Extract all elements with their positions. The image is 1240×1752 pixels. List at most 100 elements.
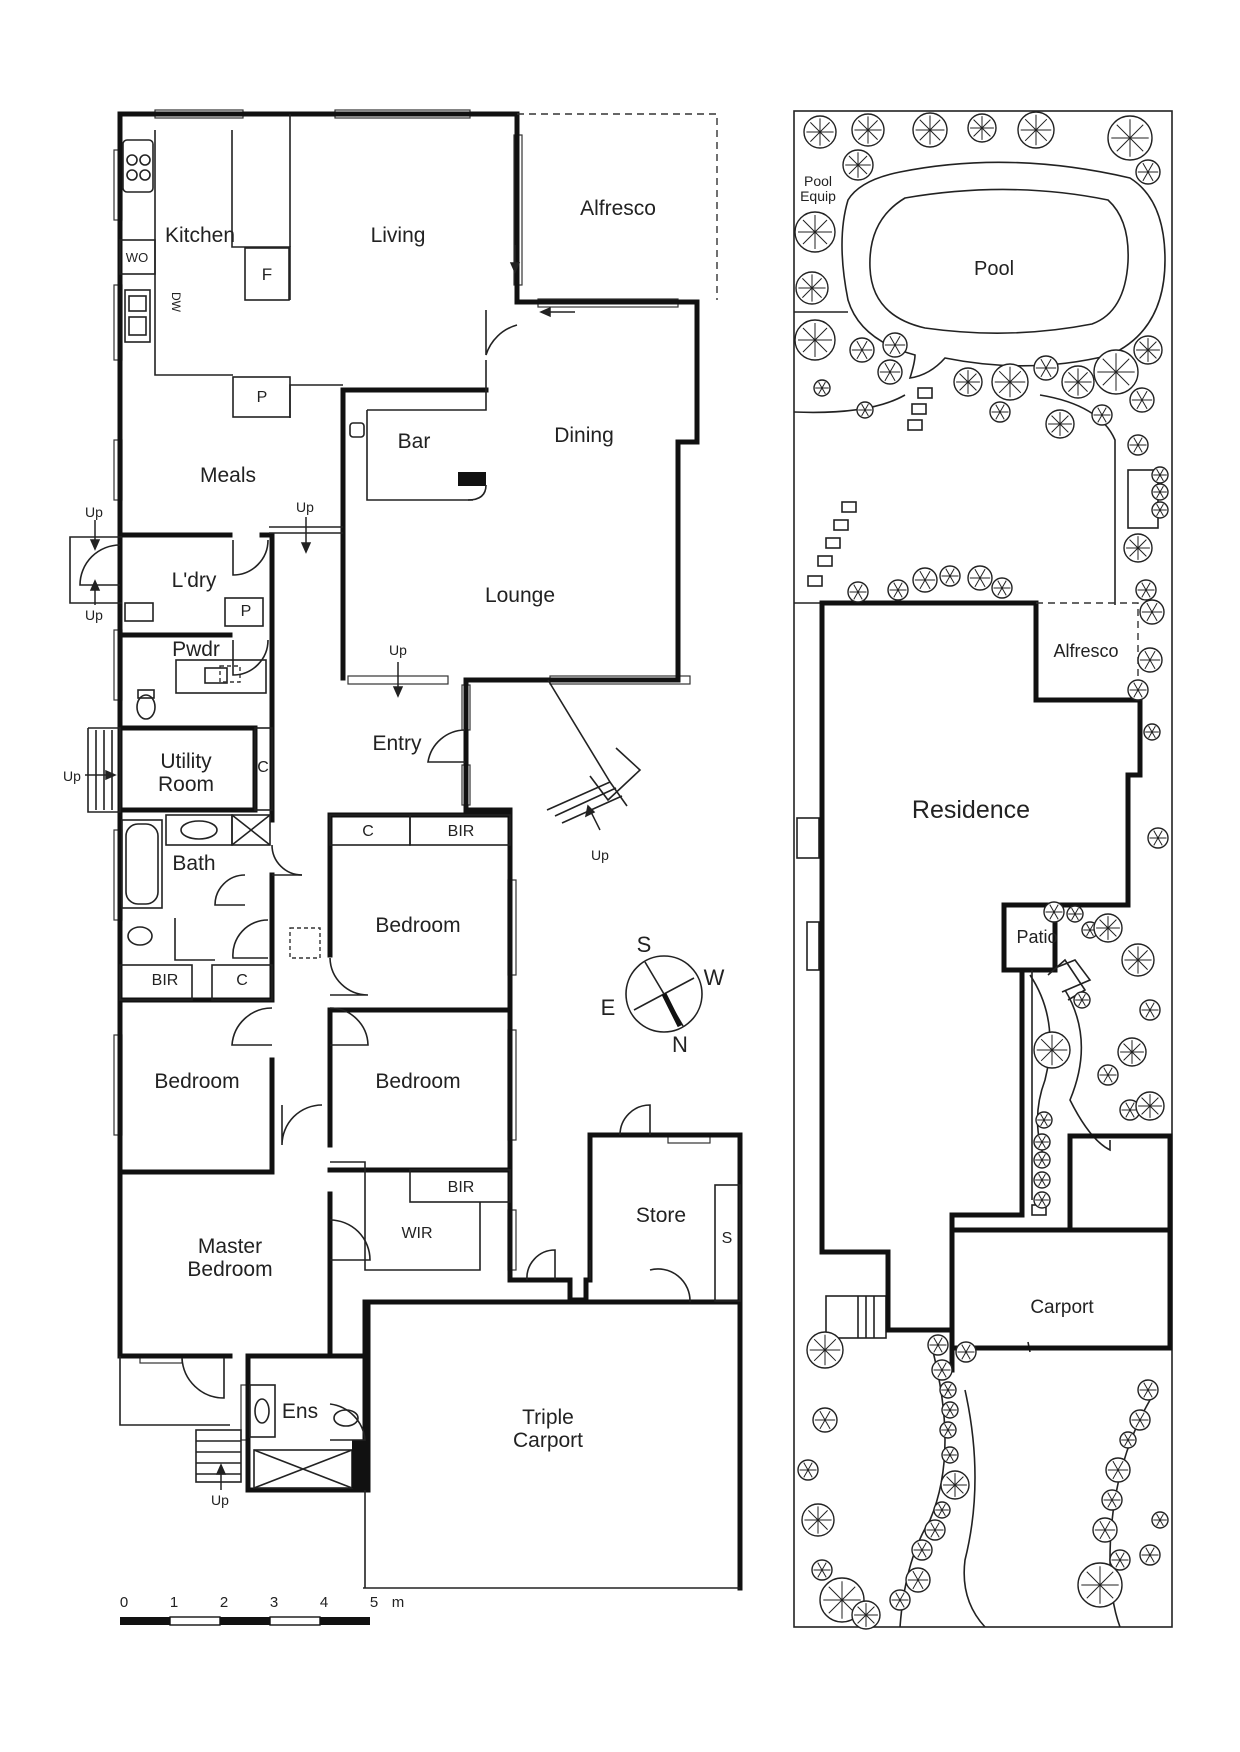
shrub-branch <box>967 381 977 391</box>
shrub-branch <box>1104 1520 1111 1531</box>
shrub-branch <box>1159 485 1164 493</box>
shrub-branch <box>1127 1439 1132 1447</box>
shrub-branch <box>949 568 955 577</box>
shrub-branch <box>1159 1513 1164 1521</box>
shrub-branch <box>919 570 926 581</box>
shrub-branch <box>1049 911 1055 920</box>
shrub-branch <box>1137 689 1143 698</box>
shrub-branch <box>1156 485 1161 493</box>
shrub-branch <box>1041 1153 1046 1161</box>
shrub-branch <box>937 1362 943 1371</box>
shrub-branch <box>853 584 859 593</box>
shrub-branch <box>945 568 951 577</box>
shrub-branch <box>1097 414 1103 423</box>
shrub-branch <box>1086 923 1091 931</box>
shrub-branch <box>1137 547 1147 557</box>
scale-tick-2: 2 <box>220 1594 228 1611</box>
shrub-branch <box>1141 1105 1151 1115</box>
up-label: Up <box>591 847 609 863</box>
shrub-branch <box>814 327 828 341</box>
shrub-branch <box>1131 1051 1141 1061</box>
shrub-branch <box>929 129 941 141</box>
stair-arrows <box>85 245 601 1490</box>
shrub-branch <box>1135 1419 1141 1428</box>
shrub-branch <box>946 1454 951 1462</box>
shrub-branch <box>1038 1159 1043 1167</box>
shrub-branch <box>817 1562 823 1571</box>
shrub-branch <box>1077 381 1088 392</box>
shrub-branch <box>1137 437 1143 446</box>
shrub-branch <box>954 1484 964 1494</box>
shrub-branch <box>1145 582 1151 591</box>
shrub-branch <box>1038 1193 1043 1201</box>
shrub-branch <box>965 1351 971 1360</box>
landscaping <box>794 111 1169 1630</box>
shrub-branch <box>1038 1141 1043 1149</box>
shrub-branch <box>1115 358 1130 373</box>
shrub-branch <box>1071 913 1076 921</box>
up-label: Up <box>296 499 314 515</box>
shrub-branch <box>930 1522 936 1531</box>
shrub-branch <box>1099 919 1109 929</box>
shrub-branch <box>946 1409 951 1417</box>
shrub-branch <box>1145 1547 1151 1556</box>
shrub-branch <box>858 129 869 140</box>
shrub-branch <box>1089 923 1094 931</box>
shrub-branch <box>803 1462 809 1471</box>
room-label-living: Living <box>371 224 426 247</box>
shrub-branch <box>1009 370 1022 383</box>
shrub-branch <box>924 570 931 581</box>
shrub-branch <box>917 1542 923 1551</box>
room-label-powder: Pwdr <box>172 638 220 661</box>
shrub-branch <box>1137 950 1148 961</box>
shrub-branch <box>1137 539 1147 549</box>
shrub-branch <box>917 1549 923 1558</box>
shrub-branch <box>821 381 826 389</box>
shrub-branch <box>1159 468 1164 476</box>
shrub-branch <box>1148 725 1153 733</box>
shrub-branch <box>1143 1382 1149 1391</box>
shrub-branch <box>1133 444 1139 453</box>
shrub-branch <box>1149 1009 1155 1018</box>
scale-tick-0: 0 <box>120 1594 128 1611</box>
shrub-branch <box>937 1369 943 1378</box>
shrub-branch <box>895 1592 901 1601</box>
shrub-branch <box>857 1614 867 1624</box>
walls <box>117 111 743 1591</box>
room-label-kitchen: Kitchen <box>165 224 235 247</box>
shrub-branch <box>828 1586 843 1601</box>
shrub-branch <box>1151 731 1156 739</box>
room-label-utility-1: Utility <box>160 750 212 773</box>
shrub-branch <box>1123 1051 1133 1061</box>
shrub-branch <box>998 370 1011 383</box>
up-label: Up <box>85 504 103 520</box>
shrub-branch <box>941 1369 947 1378</box>
shrub-branch <box>934 1529 940 1538</box>
shrub-branch <box>941 1509 946 1517</box>
shrub-branch <box>1078 993 1083 1001</box>
shrub-branch <box>1104 1529 1111 1540</box>
shrub-branch <box>1147 1382 1153 1391</box>
shrub-branch <box>1059 423 1069 433</box>
shrub-branch <box>1111 1499 1117 1508</box>
shrub-branch <box>1157 837 1163 846</box>
shrub-branch <box>1045 358 1052 369</box>
shrub-branch <box>1156 468 1161 476</box>
shrub-branch <box>889 371 896 382</box>
shrub-branch <box>1053 904 1059 913</box>
shrub-branch <box>949 1454 954 1462</box>
shrub-branch <box>1038 1153 1043 1161</box>
shrub-branch <box>1145 1554 1151 1563</box>
shrub-branch <box>1156 1519 1161 1527</box>
pool-water <box>869 188 1129 334</box>
shrub-branch <box>817 1510 828 1521</box>
room-label-utility-c: C <box>257 759 269 776</box>
room-label-wo: WO <box>126 250 148 265</box>
scale-unit: m <box>392 1594 405 1611</box>
shrub-branch <box>824 1349 837 1362</box>
shrub-branch <box>864 409 869 417</box>
shrub-branch <box>810 131 821 142</box>
site-label-pool: Pool <box>974 258 1014 280</box>
shrub-branch <box>919 129 931 141</box>
shrub-branch <box>802 231 816 245</box>
